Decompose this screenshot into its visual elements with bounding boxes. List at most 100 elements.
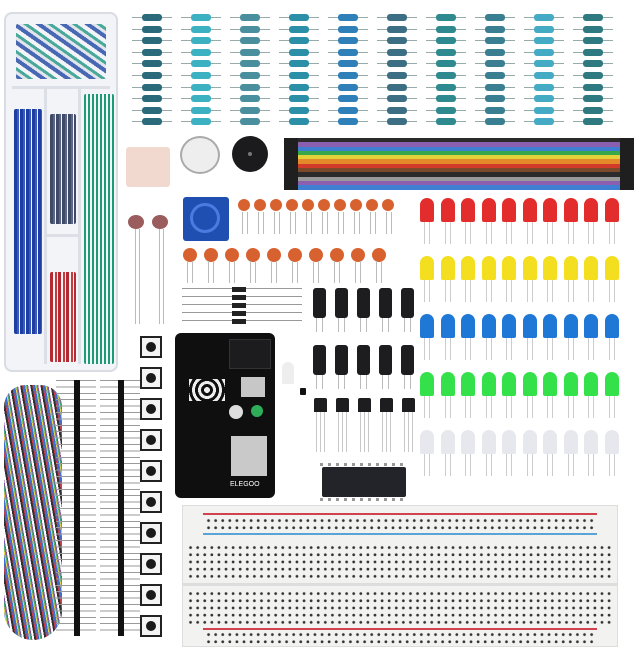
pin-header [74, 380, 80, 636]
push-button [140, 460, 162, 482]
resistor [377, 24, 417, 36]
resistor-body [583, 95, 603, 103]
resistor-body [387, 95, 407, 103]
box-divider [78, 89, 81, 364]
resistor [426, 24, 466, 36]
led-red [440, 198, 455, 244]
resistor-body [191, 25, 211, 33]
resistor-body [534, 48, 554, 56]
led-white [543, 430, 557, 476]
resistor [279, 12, 319, 24]
resistor [475, 47, 515, 59]
resistor-body [534, 95, 554, 103]
jumper-wire-box [4, 12, 118, 372]
led-blue [461, 314, 475, 360]
resistor-body [436, 95, 456, 103]
led-red [522, 198, 537, 244]
resistor-body [534, 83, 554, 91]
resistor-body [583, 106, 603, 114]
terminal-holes [187, 544, 613, 580]
led-white [502, 430, 516, 476]
resistor [328, 105, 368, 117]
ceramic-capacitor [288, 248, 302, 283]
photoresistor-leads [135, 229, 136, 324]
resistor [377, 82, 417, 94]
led-green [563, 372, 578, 418]
resistor-body [387, 118, 407, 126]
electrolytic-capacitor [335, 345, 348, 389]
resistor-body [338, 83, 358, 91]
power-rail-red [203, 513, 597, 515]
resistor-body [240, 95, 260, 103]
resistor-body [583, 48, 603, 56]
electrolytic-capacitor [401, 345, 414, 389]
resistor [573, 12, 613, 24]
push-button [140, 522, 162, 544]
resistor-body [191, 14, 211, 21]
resistor [524, 105, 564, 117]
resistor-body [240, 60, 260, 68]
resistor-column [132, 12, 172, 128]
resistor-body [534, 60, 554, 68]
led-yellow [604, 256, 619, 302]
led-red [481, 198, 496, 244]
led-green [440, 372, 455, 418]
led-green [502, 372, 516, 418]
resistor-body [289, 71, 309, 79]
led-yellow [481, 256, 496, 302]
led-white [481, 430, 496, 476]
resistor [377, 93, 417, 105]
potentiometer [183, 197, 229, 241]
resistor [181, 82, 221, 94]
resistor-column [230, 12, 270, 128]
led-red [420, 198, 434, 244]
resistor [524, 24, 564, 36]
ceramic-capacitor [183, 248, 197, 283]
resistor-body [583, 118, 603, 126]
resistor-body [240, 25, 260, 33]
ceramic-capacitor [334, 199, 346, 234]
ceramic-capacitor [372, 248, 386, 283]
resistor-body [436, 48, 456, 56]
resistor-column [573, 12, 613, 128]
resistor [181, 58, 221, 70]
ceramic-capacitor [254, 199, 266, 234]
resistor [181, 47, 221, 59]
resistor-body [485, 48, 505, 56]
resistor-body [289, 83, 309, 91]
resistor-body [289, 14, 309, 21]
electrolytic-capacitor [357, 288, 370, 332]
resistor-body [485, 37, 505, 45]
resistor-body [142, 14, 162, 21]
resistor-body [387, 60, 407, 68]
optocoupler [126, 147, 170, 187]
resistor [328, 24, 368, 36]
resistor-body [534, 25, 554, 33]
resistor-body [240, 14, 260, 21]
resistor-body [583, 83, 603, 91]
resistor-body [142, 71, 162, 79]
resistor [230, 116, 270, 128]
resistor-body [534, 118, 554, 126]
resistor [377, 35, 417, 47]
led-blue [481, 314, 496, 360]
resistor-body [338, 95, 358, 103]
resistor [524, 93, 564, 105]
resistor [475, 12, 515, 24]
resistor-body [289, 106, 309, 114]
electrolytic-capacitor [379, 288, 392, 332]
led-green [543, 372, 557, 418]
resistor [328, 116, 368, 128]
resistor [279, 35, 319, 47]
resistor-body [387, 25, 407, 33]
resistor [328, 93, 368, 105]
led-green [604, 372, 619, 418]
led-green [461, 372, 475, 418]
led-yellow [502, 256, 516, 302]
resistor-body [485, 83, 505, 91]
resistor [328, 12, 368, 24]
resistor [573, 105, 613, 117]
resistor [132, 58, 172, 70]
led-yellow [543, 256, 557, 302]
resistor [279, 116, 319, 128]
